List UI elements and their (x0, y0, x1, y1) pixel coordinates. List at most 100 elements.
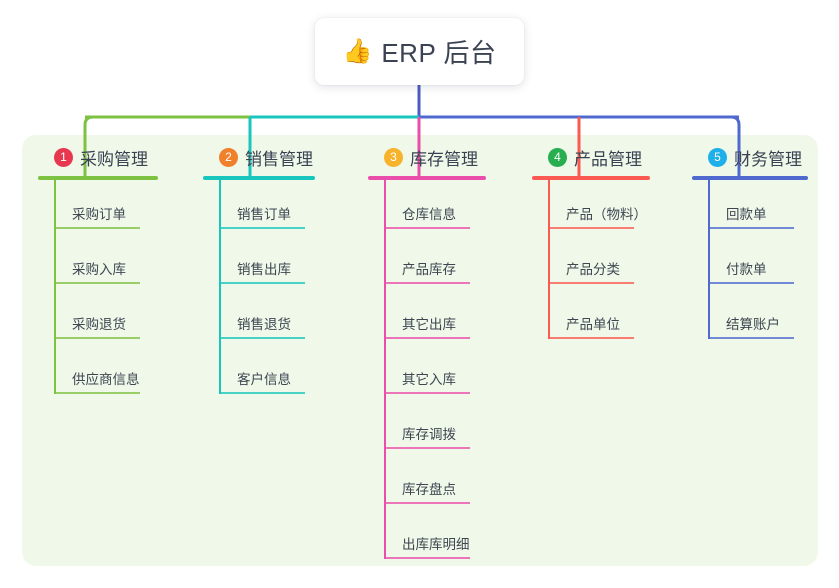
branch-item-label: 销售订单 (237, 207, 291, 222)
branch-header-2[interactable]: 2 销售管理 (203, 144, 315, 170)
branch-item-label: 产品库存 (402, 262, 456, 277)
branch-item-label: 销售退货 (237, 317, 291, 332)
branches-panel (22, 135, 818, 566)
branch-item[interactable]: 产品单位 (532, 290, 650, 345)
branch-item[interactable]: 其它出库 (368, 290, 486, 345)
branch-title: 产品管理 (574, 149, 642, 169)
branch-header-5[interactable]: 5 财务管理 (692, 144, 808, 170)
branch-item[interactable]: 产品库存 (368, 235, 486, 290)
branch-item-rule (548, 227, 634, 229)
root-node[interactable]: 👍 ERP 后台 (315, 18, 524, 85)
branch-spine (548, 180, 550, 339)
branch-item-label: 其它入库 (402, 372, 456, 387)
branch-item-label: 产品（物料） (566, 207, 647, 222)
branch-item-label: 采购入库 (72, 262, 126, 277)
branch-item-rule (384, 392, 470, 394)
branch-column-3: 3 库存管理仓库信息产品库存其它出库其它入库库存调拨库存盘点出库库明细 (368, 144, 486, 565)
branch-item-rule (384, 337, 470, 339)
branch-item-label: 仓库信息 (402, 207, 456, 222)
branch-item-rule (219, 392, 305, 394)
branch-spine (54, 180, 56, 394)
branch-item-rule (219, 227, 305, 229)
branch-item[interactable]: 采购订单 (38, 180, 158, 235)
branch-item[interactable]: 结算账户 (692, 290, 808, 345)
branch-item-rule (54, 392, 140, 394)
branch-item[interactable]: 库存调拨 (368, 400, 486, 455)
branch-item[interactable]: 销售退货 (203, 290, 315, 345)
branch-item[interactable]: 采购入库 (38, 235, 158, 290)
branch-item-rule (708, 282, 794, 284)
branch-title: 销售管理 (245, 149, 313, 169)
branch-item-rule (219, 282, 305, 284)
branch-title: 财务管理 (734, 149, 802, 169)
branch-header-4[interactable]: 4 产品管理 (532, 144, 650, 170)
branch-item-label: 付款单 (726, 262, 767, 277)
branch-title: 库存管理 (410, 149, 478, 169)
branch-item-list: 回款单付款单结算账户 (692, 180, 808, 345)
branch-item-rule (384, 227, 470, 229)
branch-item[interactable]: 产品分类 (532, 235, 650, 290)
branch-item[interactable]: 付款单 (692, 235, 808, 290)
branch-header-rule (692, 176, 808, 180)
branch-item[interactable]: 销售出库 (203, 235, 315, 290)
branch-column-2: 2 销售管理销售订单销售出库销售退货客户信息 (203, 144, 315, 400)
branch-number-badge: 5 (708, 147, 727, 167)
branch-item-rule (708, 337, 794, 339)
branch-item-list: 产品（物料） 产品分类产品单位 (532, 180, 650, 345)
branch-item-label: 采购订单 (72, 207, 126, 222)
branch-number-badge: 4 (548, 147, 567, 167)
branch-header-rule (203, 176, 315, 180)
branch-item[interactable]: 产品（物料） (532, 180, 650, 235)
branch-item-list: 采购订单采购入库采购退货供应商信息 (38, 180, 158, 400)
branch-spine (219, 180, 221, 394)
branch-number-badge: 3 (384, 147, 403, 167)
branch-item[interactable]: 供应商信息 (38, 345, 158, 400)
branch-item-rule (219, 337, 305, 339)
branch-item-rule (708, 227, 794, 229)
branch-item-label: 库存盘点 (402, 482, 456, 497)
branch-item-rule (54, 227, 140, 229)
branch-item-label: 其它出库 (402, 317, 456, 332)
branch-item[interactable]: 出库库明细 (368, 510, 486, 565)
branch-item[interactable]: 采购退货 (38, 290, 158, 345)
branch-item-list: 仓库信息产品库存其它出库其它入库库存调拨库存盘点出库库明细 (368, 180, 486, 565)
branch-item-label: 出库库明细 (402, 537, 470, 552)
branch-column-4: 4 产品管理产品（物料） 产品分类产品单位 (532, 144, 650, 345)
branch-item-label: 产品分类 (566, 262, 620, 277)
branch-item-label: 库存调拨 (402, 427, 456, 442)
branch-item-rule (384, 557, 470, 559)
branch-item-rule (384, 502, 470, 504)
branch-item-label: 结算账户 (726, 317, 780, 332)
branch-spine (384, 180, 386, 559)
branch-item-rule (548, 337, 634, 339)
branch-item-list: 销售订单销售出库销售退货客户信息 (203, 180, 315, 400)
thumbs-up-icon: 👍 (342, 37, 373, 65)
branch-title: 采购管理 (80, 149, 148, 169)
branch-item-label: 回款单 (726, 207, 767, 222)
branch-item-label: 供应商信息 (72, 372, 140, 387)
branch-header-3[interactable]: 3 库存管理 (368, 144, 486, 170)
branch-header-rule (38, 176, 158, 180)
branch-number-badge: 1 (54, 147, 73, 167)
branch-item[interactable]: 客户信息 (203, 345, 315, 400)
branch-spine (708, 180, 710, 339)
branch-item-label: 采购退货 (72, 317, 126, 332)
branch-header-rule (368, 176, 486, 180)
branch-column-5: 5 财务管理回款单付款单结算账户 (692, 144, 808, 345)
branch-item-rule (54, 337, 140, 339)
branch-header-rule (532, 176, 650, 180)
branch-item-rule (54, 282, 140, 284)
branch-item[interactable]: 库存盘点 (368, 455, 486, 510)
branch-column-1: 1 采购管理采购订单采购入库采购退货供应商信息 (38, 144, 158, 400)
branch-item-rule (384, 282, 470, 284)
branch-item[interactable]: 仓库信息 (368, 180, 486, 235)
branch-item[interactable]: 销售订单 (203, 180, 315, 235)
branch-item-label: 客户信息 (237, 372, 291, 387)
branch-item-rule (384, 447, 470, 449)
branch-item[interactable]: 其它入库 (368, 345, 486, 400)
branch-item-label: 产品单位 (566, 317, 620, 332)
branch-header-1[interactable]: 1 采购管理 (38, 144, 158, 170)
branch-number-badge: 2 (219, 147, 238, 167)
branch-item[interactable]: 回款单 (692, 180, 808, 235)
